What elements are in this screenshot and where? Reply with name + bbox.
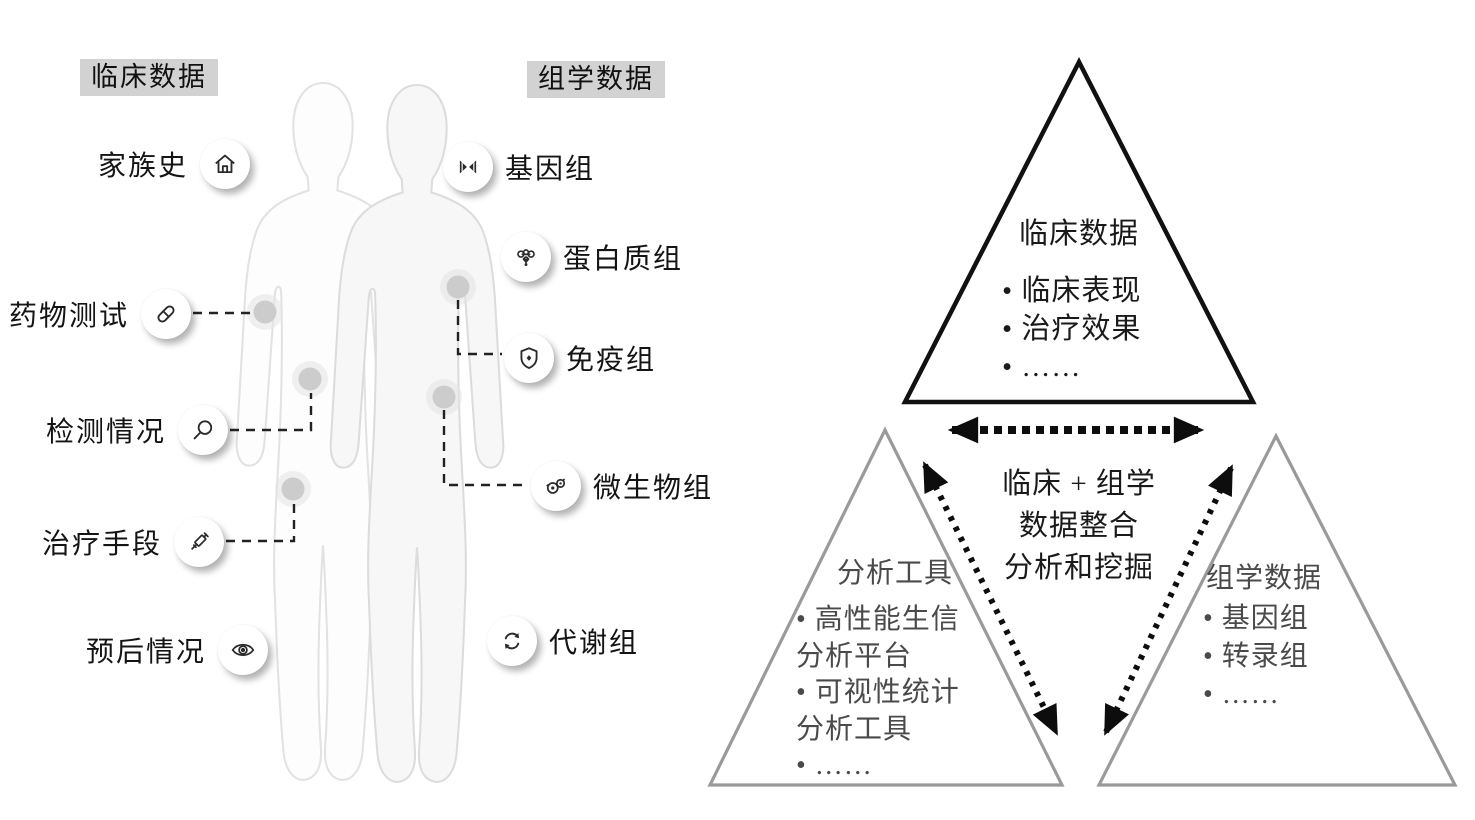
microbiome-label: 微生物组: [593, 473, 714, 504]
analysis-triangle-line: • ……: [796, 750, 873, 781]
omics-triangle-line: • 基因组: [1203, 603, 1309, 634]
body-marker-dot: [440, 269, 476, 305]
clinical-item-family-history: 家族史: [30, 137, 250, 191]
microbe-icon: [531, 461, 581, 511]
body-marker-dot: [275, 471, 311, 507]
top-triangle-title: 临床数据: [1018, 218, 1139, 250]
omics-triangle-title: 组学数据: [1206, 563, 1323, 594]
connector-line: [226, 503, 296, 543]
drug-testing-label: 药物测试: [8, 301, 129, 332]
treatment-method-label: 治疗手段: [41, 529, 162, 560]
immunome-label: 免疫组: [566, 345, 657, 376]
connector-line: [442, 410, 529, 487]
top-triangle-bullet: • ……: [1002, 351, 1082, 383]
body-marker-dot: [426, 379, 462, 415]
center-integration-text: 临床 + 组学 数据整合 分析和挖掘: [994, 463, 1164, 589]
omics-item-immunome: 免疫组: [504, 331, 656, 385]
omics-triangle-line: • ……: [1203, 679, 1280, 710]
dashed-connectors: [193, 300, 529, 543]
magnifier-icon: [178, 405, 228, 455]
clinical-item-treatment-method: 治疗手段: [16, 515, 224, 569]
center-text-line: 分析和挖掘: [1003, 552, 1154, 584]
top-triangle-bullets: • 临床表现 • 治疗效果 • ……: [1002, 272, 1141, 386]
shield-icon: [504, 333, 554, 383]
proteome-label: 蛋白质组: [563, 244, 684, 275]
omics-item-genome: 基因组: [443, 140, 595, 194]
omics-patient-silhouette: [329, 83, 505, 783]
body-marker-dot: [247, 294, 283, 330]
family-history-label: 家族史: [97, 151, 188, 182]
clinical-item-test-status: 检测情况: [20, 403, 228, 457]
dna-icon: [443, 142, 493, 192]
omics-data-header: 组学数据: [527, 61, 665, 99]
top-triangle-bullet: • 治疗效果: [1002, 313, 1142, 345]
metabolome-label: 代谢组: [549, 628, 640, 659]
protein-icon: [501, 232, 551, 282]
body-marker-dots: [247, 269, 476, 507]
omics-triangle-line: • 转录组: [1203, 641, 1309, 672]
syringe-icon: [174, 517, 224, 567]
clinical-item-drug-testing: 药物测试: [0, 287, 191, 341]
analysis-triangle-line: • 高性能生信: [796, 604, 960, 635]
omics-triangle-bullets: • 基因组 • 转录组 • ……: [1203, 600, 1309, 714]
analysis-triangle-line: 分析工具: [796, 713, 913, 745]
analysis-triangle-bullets: • 高性能生信 分析平台 • 可视性统计 分析工具 • ……: [796, 602, 960, 785]
omics-item-metabolome: 代谢组: [487, 614, 639, 668]
clinical-item-prognosis: 预后情况: [60, 623, 268, 677]
center-text-line: 临床 + 组学: [1002, 468, 1156, 500]
analysis-triangle-line: 分析平台: [796, 640, 913, 672]
right-diagonal-arrow: [1103, 464, 1234, 736]
left-diagonal-arrow: [922, 461, 1059, 736]
analysis-triangle-line: • 可视性统计: [796, 677, 960, 708]
center-text-line: 数据整合: [1018, 510, 1139, 542]
analysis-triangle-title: 分析工具: [836, 558, 953, 589]
connector-line: [456, 300, 502, 356]
body-marker-dot: [292, 361, 328, 397]
eye-icon: [218, 625, 268, 675]
clinical-data-header: 临床数据: [80, 59, 218, 97]
omics-item-microbiome: 微生物组: [531, 459, 713, 513]
prognosis-label: 预后情况: [85, 637, 206, 668]
genome-label: 基因组: [505, 154, 596, 185]
clinical-data-triangle: [901, 57, 1257, 405]
house-icon: [200, 139, 250, 189]
connector-line: [230, 393, 313, 432]
top-triangle-bullet: • 临床表现: [1002, 275, 1142, 307]
pill-icon: [141, 289, 191, 339]
omics-item-proteome: 蛋白质组: [501, 230, 683, 284]
test-status-label: 检测情况: [45, 417, 166, 448]
cycle-icon: [487, 616, 537, 666]
